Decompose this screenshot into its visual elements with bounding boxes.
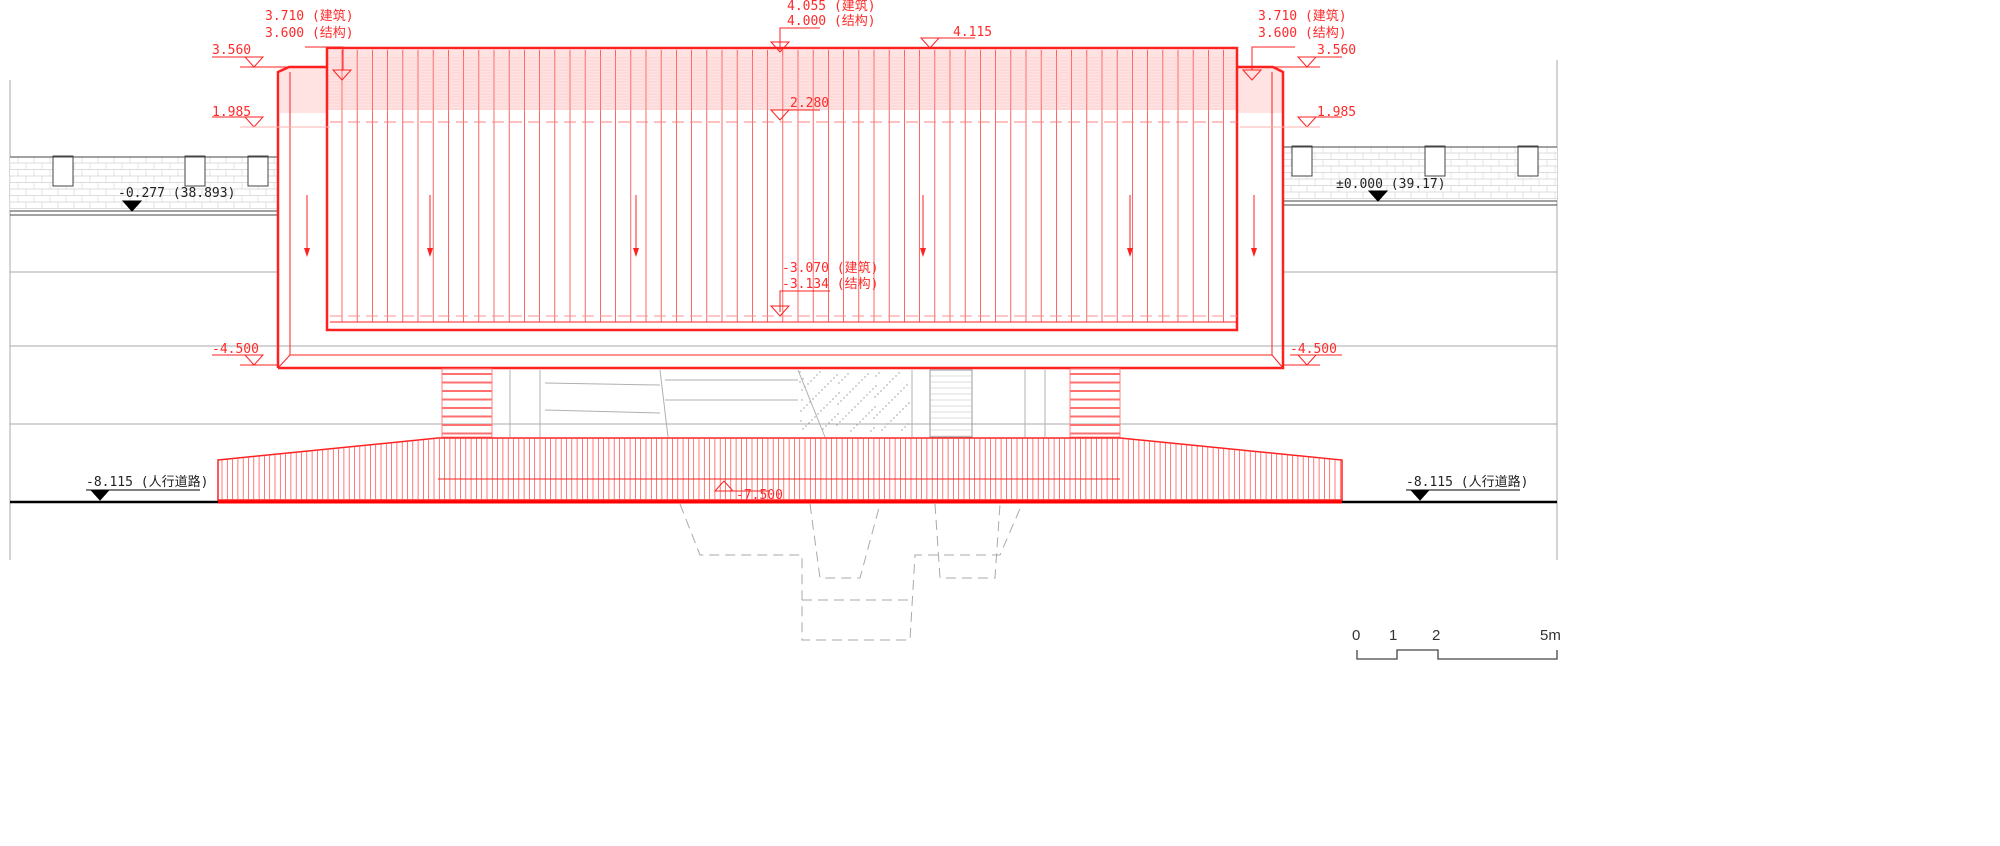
left-brick-wall bbox=[9, 155, 278, 216]
elev-label: 4.055 (建筑) bbox=[787, 0, 876, 14]
elev-label: 3.560 bbox=[1317, 43, 1356, 58]
flow-arrows bbox=[304, 195, 1257, 257]
elev-label: -3.134 (结构) bbox=[782, 277, 878, 292]
elev-label: 1.985 bbox=[212, 105, 251, 120]
elev-label: -8.115 (人行道路) bbox=[1406, 474, 1528, 490]
scale-label: 1 bbox=[1389, 627, 1397, 644]
elevation-marker-icon bbox=[331, 69, 353, 81]
elev-label: -3.070 (建筑) bbox=[782, 260, 878, 276]
brick-pillar bbox=[929, 369, 973, 438]
elev-label: -4.500 bbox=[1290, 342, 1337, 357]
elev-label: 3.710 (建筑) bbox=[1258, 8, 1347, 24]
elevation-marker-icon bbox=[89, 489, 111, 501]
elevation-marker-icon bbox=[769, 109, 791, 121]
elev-label: -8.115 (人行道路) bbox=[86, 474, 208, 490]
elevation-marker-icon bbox=[713, 480, 735, 492]
bridge-structure bbox=[217, 46, 1343, 501]
elevation-markers bbox=[86, 27, 1520, 501]
elevation-marker-icon bbox=[1367, 190, 1389, 202]
elevation-marker-icon bbox=[1296, 56, 1318, 68]
elev-label: 4.115 bbox=[953, 25, 992, 40]
elev-label: 3.600 (结构) bbox=[1258, 26, 1347, 41]
scale-label: 5m bbox=[1540, 627, 1561, 644]
elev-label: 4.000 (结构) bbox=[787, 14, 876, 29]
elev-label: 3.710 (建筑) bbox=[265, 8, 354, 24]
elev-label: 1.985 bbox=[1317, 105, 1356, 120]
elev-label: 3.600 (结构) bbox=[265, 26, 354, 41]
elev-label: -7.500 bbox=[736, 488, 783, 503]
elevation-marker-icon bbox=[1296, 116, 1318, 128]
elev-label: -0.277 (38.893) bbox=[118, 186, 235, 201]
elevation-marker-icon bbox=[121, 200, 143, 212]
column bbox=[1069, 368, 1121, 438]
elevation-marker-icon bbox=[1409, 489, 1431, 501]
scale-label: 2 bbox=[1432, 627, 1440, 644]
elev-label: -4.500 bbox=[212, 342, 259, 357]
scale-label: 0 bbox=[1352, 627, 1360, 644]
platform bbox=[217, 437, 1343, 501]
scale-bar: 0 1 2 5m bbox=[1352, 627, 1561, 660]
elevation-marker-icon bbox=[243, 56, 265, 68]
elev-label: 3.560 bbox=[212, 43, 251, 58]
elevation-marker-icon bbox=[919, 37, 941, 49]
right-brick-wall bbox=[1282, 145, 1557, 206]
elev-label: 2.280 bbox=[790, 96, 829, 111]
column bbox=[441, 368, 493, 438]
elev-label: ±0.000 (39.17) bbox=[1336, 177, 1446, 192]
context-lines bbox=[9, 60, 1558, 641]
